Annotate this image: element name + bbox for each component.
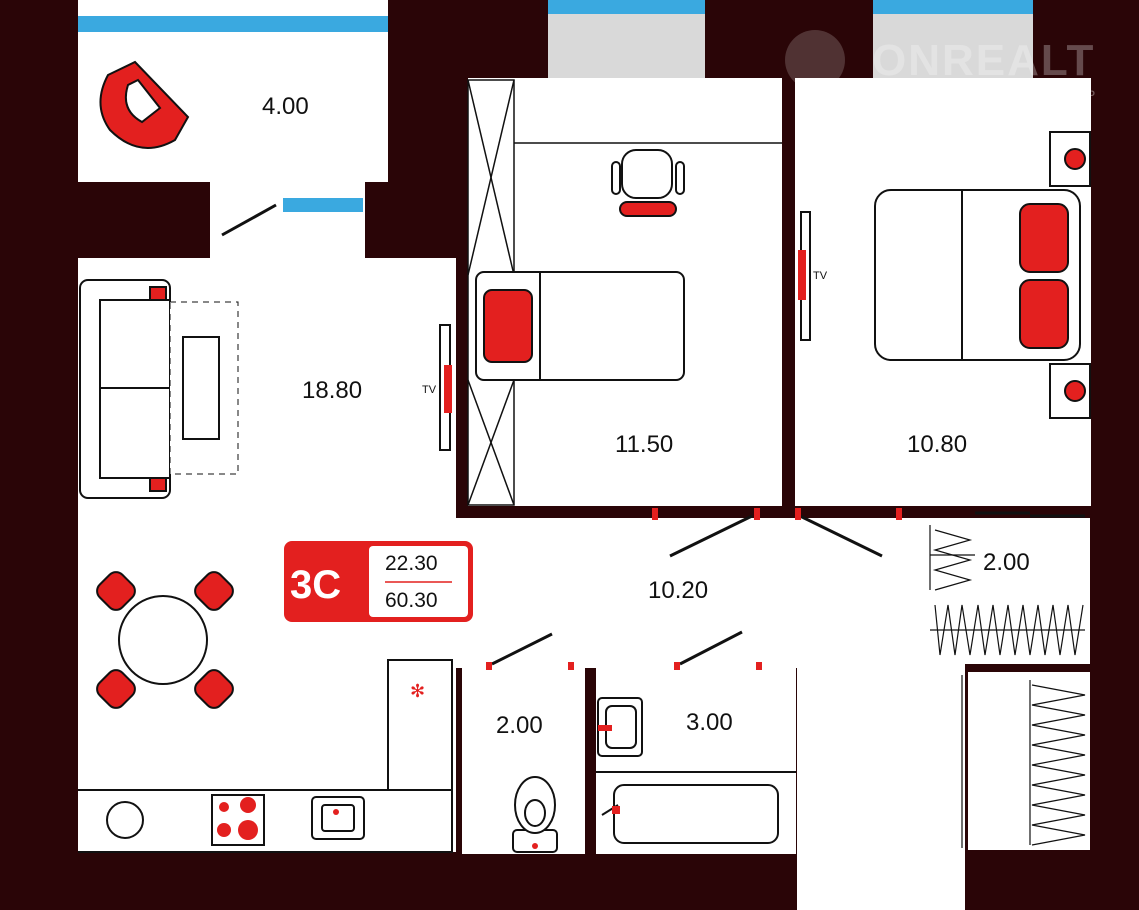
room-area-closet: 2.00 <box>983 549 1030 576</box>
toilet-flush <box>532 843 538 849</box>
watermark-logo-icon <box>785 30 845 90</box>
doors <box>491 514 883 666</box>
watermark-tagline: НЕДВИЖИМОСТЬ <box>875 83 1104 99</box>
tv-stand <box>444 365 452 413</box>
stove-burners <box>217 797 339 840</box>
storage-floor <box>968 672 1090 850</box>
window-glass <box>873 0 1033 14</box>
living-area: 22.30 <box>385 552 438 575</box>
room-area-hall: 10.20 <box>648 577 708 604</box>
armchair-seat <box>124 78 162 124</box>
bathtub-icon <box>613 784 779 844</box>
balcony-window <box>78 16 388 32</box>
closet-floor <box>920 518 1090 664</box>
apartment-type: 3С <box>290 563 341 607</box>
total-area: 60.30 <box>385 589 438 612</box>
balcony-door-window <box>283 198 363 212</box>
fridge-snowflake-icon: ✻ <box>410 681 425 701</box>
room-area-bedroom1: 11.50 <box>615 431 673 458</box>
toilet-icon <box>512 776 558 853</box>
closet-shelves <box>929 511 1086 848</box>
room-area-living: 18.80 <box>302 377 362 404</box>
tv-label: TV <box>813 270 828 282</box>
tv-stand <box>798 250 806 300</box>
room-area-wc: 2.00 <box>496 712 543 739</box>
single-bed-icon <box>475 271 685 381</box>
apartment-badge: 3С 22.30 60.30 <box>284 541 473 622</box>
washbasin-icon <box>597 697 643 757</box>
balcony-door-opening <box>210 182 365 262</box>
tv-label: TV <box>422 384 437 396</box>
watermark: ONREALT НЕДВИЖИМОСТЬ <box>785 30 1104 99</box>
window-glass <box>548 0 705 14</box>
door-jambs <box>486 508 902 670</box>
room-area-bedroom2: 10.80 <box>907 431 967 458</box>
washing-machine-icon <box>106 801 144 839</box>
entrance <box>855 850 955 910</box>
sofa-icon <box>79 279 239 499</box>
faucet <box>598 725 612 731</box>
room-area-bathroom: 3.00 <box>686 709 733 736</box>
balcony-door <box>221 203 277 237</box>
double-bed-icon <box>874 131 1091 419</box>
stove-icon <box>211 794 265 846</box>
room-area-balcony: 4.00 <box>262 93 309 120</box>
watermark-brand: ONREALT <box>872 36 1095 85</box>
dining-table-icon <box>96 571 234 709</box>
bath-faucet-handle <box>612 806 620 814</box>
desk-chair-icon <box>611 149 685 217</box>
